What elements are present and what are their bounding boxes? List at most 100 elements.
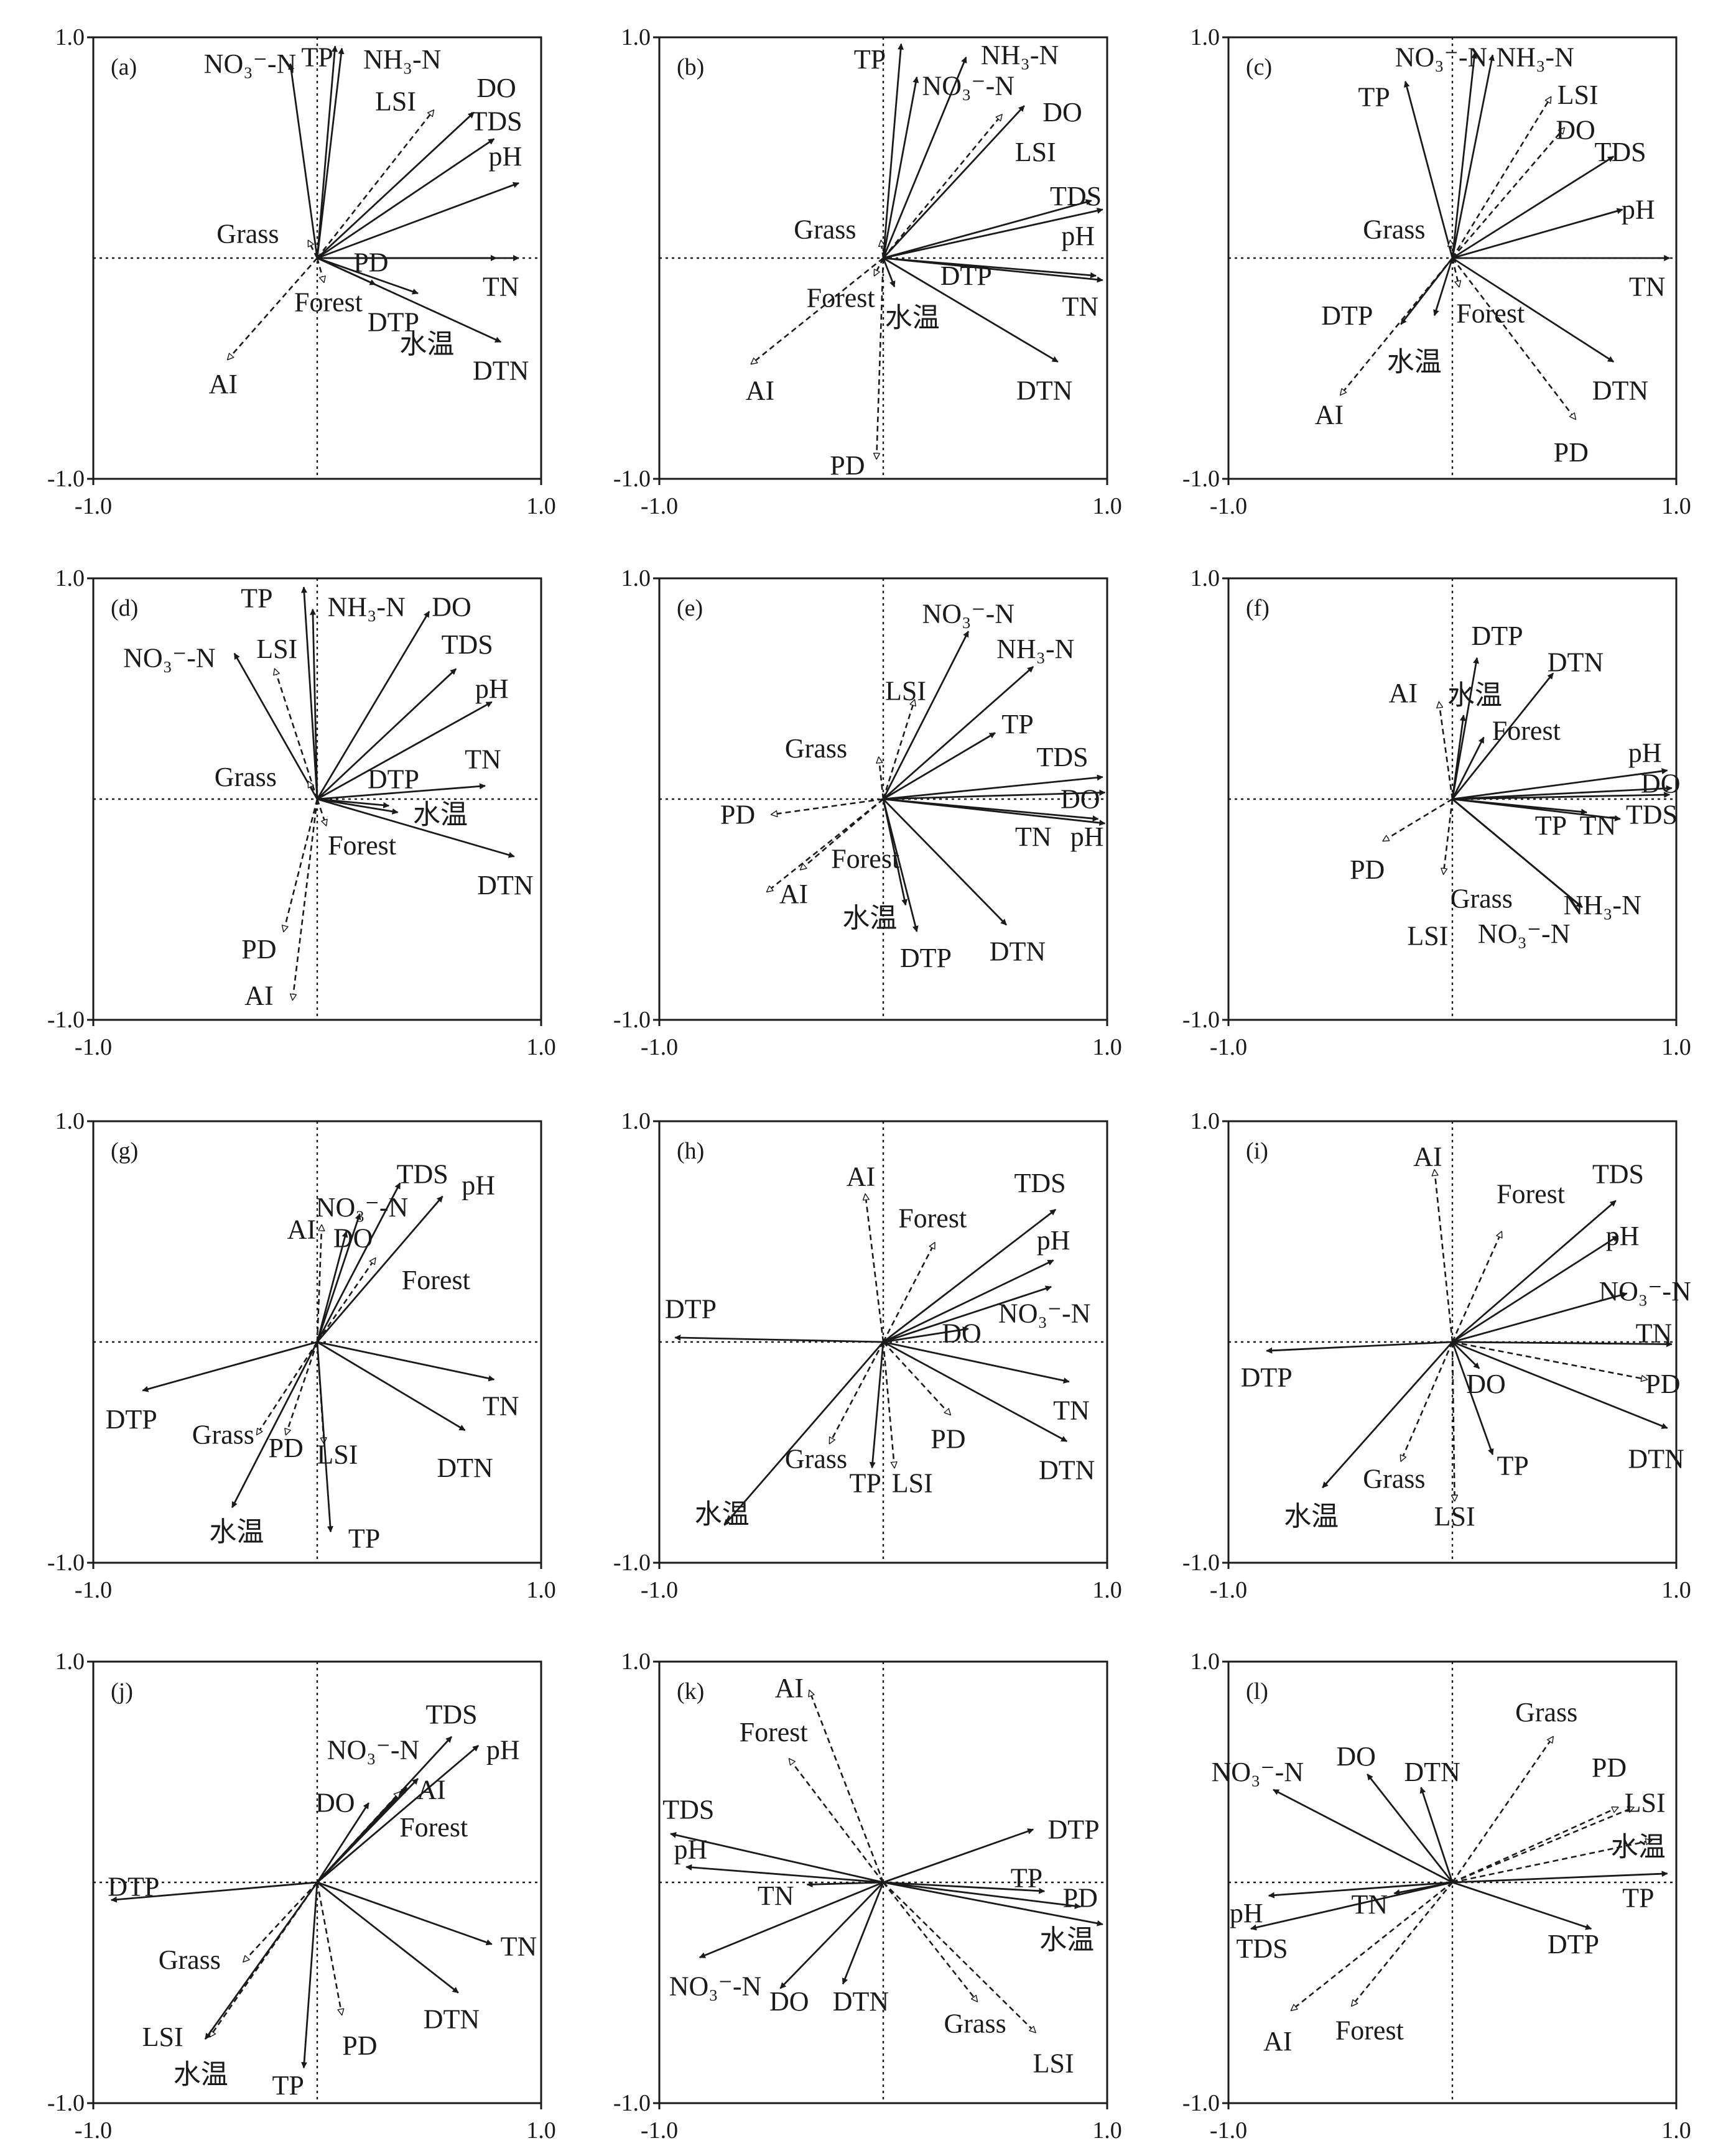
vector-水温 [204, 1882, 318, 2040]
vector-AI [751, 257, 884, 364]
vector-pH [1452, 768, 1668, 800]
vector-label-LSI: LSI [1033, 2048, 1074, 2079]
vector-label-NO3-N: NO₃⁻-N [922, 598, 1015, 629]
vector-label-pH: pH [1230, 1898, 1263, 1928]
x-tick-label-right: 1.0 [1092, 1577, 1122, 1603]
vector-label-TDS: TDS [1592, 1159, 1644, 1190]
vector-label-DTP: DTP [1047, 1814, 1099, 1844]
vector-LSI [882, 700, 914, 800]
vector-label-水温: 水温 [1611, 1832, 1666, 1862]
panel-label: (i) [1246, 1138, 1268, 1164]
vector-label-TP: TP [241, 583, 272, 613]
vector-label-DTP: DTP [665, 1293, 717, 1324]
vector-DO [882, 105, 1025, 259]
vector-label-Grass: Grass [216, 218, 279, 249]
vector-NO3-N [1452, 1292, 1628, 1343]
vector-label-DTN: DTN [833, 1986, 889, 2017]
vector-label-PD: PD [241, 934, 276, 965]
vector-label-TDS: TDS [442, 629, 493, 660]
vector-label-Grass: Grass [1515, 1697, 1577, 1728]
vector-label-TN: TN [465, 744, 501, 775]
vector-label-TDS: TDS [662, 1794, 714, 1825]
vector-label-DO: DO [1042, 97, 1082, 127]
vector-label-AI: AI [775, 1673, 804, 1703]
vector-label-DO: DO [1641, 769, 1681, 799]
vector-Grass [829, 1341, 884, 1443]
vector-label-TP: TP [850, 1468, 881, 1499]
x-tick-label-right: 1.0 [1661, 1577, 1691, 1603]
vector-label-AI: AI [847, 1161, 875, 1191]
vector-LSI [1452, 1807, 1634, 1884]
vector-TDS [883, 774, 1103, 800]
y-tick-label-bottom: -1.0 [47, 466, 85, 492]
vector-label-NO3-N: NO₃⁻-N [1395, 42, 1488, 72]
vector-label-LSI: LSI [1557, 80, 1599, 110]
vector-label-NO3-N: NO₃⁻-N [669, 1971, 762, 2001]
vector-label-AI: AI [1389, 678, 1418, 708]
vector-Forest [1352, 1882, 1454, 2006]
y-tick-label-top: 1.0 [621, 1649, 651, 1675]
vector-PD [1452, 1341, 1647, 1379]
vector-label-Grass: Grass [1363, 214, 1425, 244]
vector-label-Forest: Forest [1492, 715, 1561, 746]
vector-label-Forest: Forest [1497, 1179, 1565, 1210]
vector-Grass [881, 241, 883, 259]
x-tick-label-right: 1.0 [1092, 2117, 1122, 2144]
vector-Forest [316, 798, 326, 826]
vector-label-NH3-N: NH₃-N [981, 40, 1059, 70]
vector-label-PD: PD [1554, 437, 1589, 468]
vector-Forest [316, 257, 324, 282]
vector-PD [284, 798, 318, 932]
vector-TP [883, 732, 996, 800]
vector-label-DTN: DTN [1039, 1455, 1095, 1485]
vector-label-水温: 水温 [695, 1499, 750, 1529]
vector-label-TP: TP [1011, 1862, 1042, 1893]
vector-水温 [317, 257, 419, 295]
vector-label-TDS: TDS [1626, 799, 1678, 830]
x-tick-label-left: -1.0 [1210, 493, 1247, 519]
vector-PD [883, 1881, 1081, 1909]
vector-水温 [1322, 1341, 1454, 1489]
vector-label-DTP: DTP [368, 764, 419, 795]
vector-label-AI: AI [746, 376, 774, 406]
vector-AI [1434, 1170, 1454, 1343]
y-tick-label-top: 1.0 [621, 565, 651, 591]
vector-DO [883, 1326, 969, 1343]
vector-label-Forest: Forest [831, 843, 899, 874]
x-tick-label-right: 1.0 [1661, 493, 1691, 519]
y-tick-label-top: 1.0 [1191, 1649, 1220, 1675]
vector-Grass [879, 757, 884, 800]
vector-label-TN: TN [1580, 810, 1617, 841]
vector-label-pH: pH [489, 141, 522, 172]
vector-label-DTP: DTP [368, 307, 419, 337]
vector-label-TDS: TDS [1236, 1933, 1288, 1964]
vector-TN [883, 1341, 1070, 1384]
vector-pH [883, 798, 1106, 826]
vector-LSI [1444, 798, 1454, 874]
vector-水温 [231, 1341, 318, 1509]
vector-pH [1452, 1235, 1619, 1343]
vector-label-LSI: LSI [1434, 1501, 1475, 1532]
vector-NO3-N [1452, 798, 1583, 909]
y-tick-label-bottom: -1.0 [1182, 2090, 1220, 2116]
panel-label: (b) [677, 54, 704, 80]
x-tick-label-left: -1.0 [1210, 1034, 1247, 1060]
vector-DTN [1419, 1787, 1454, 1883]
vector-label-NH3-N: NH₃-N [363, 44, 441, 75]
vector-pH [317, 1744, 480, 1884]
x-tick-label-right: 1.0 [1092, 493, 1122, 519]
vector-label-TP: TP [301, 42, 333, 72]
vector-label-TDS: TDS [1594, 137, 1646, 167]
panel-label: (l) [1246, 1678, 1268, 1705]
vector-label-DO: DO [1466, 1369, 1506, 1399]
y-tick-label-top: 1.0 [1191, 1108, 1220, 1134]
vector-label-PD: PD [342, 2030, 377, 2061]
vector-label-水温: 水温 [174, 2059, 228, 2089]
vector-label-LSI: LSI [1407, 921, 1448, 951]
vector-水温 [883, 1881, 1103, 1927]
vector-label-pH: pH [1070, 821, 1104, 852]
